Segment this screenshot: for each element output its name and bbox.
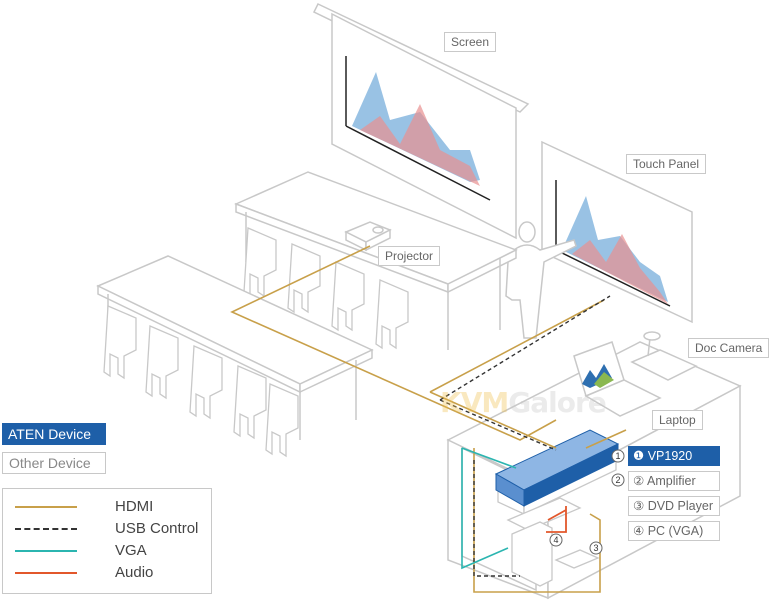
device-markers: 1 2 3 4 — [549, 449, 625, 555]
marker-4-text: 4 — [553, 535, 558, 545]
marker-3-circle — [589, 541, 603, 555]
legend-label-hdmi: HDMI — [115, 498, 154, 515]
marker-2-circle — [611, 473, 625, 487]
legend-swatch-usb — [15, 528, 77, 530]
projector-label: Projector — [378, 246, 441, 266]
legend-label-vga: VGA — [115, 542, 147, 559]
device-list-marker: ④ — [633, 524, 648, 538]
legend-row-audio: Audio — [15, 563, 205, 583]
cable-legend: HDMI USB Control VGA Audio — [2, 488, 212, 594]
presenter-figure — [505, 221, 577, 339]
aten-device-key: ATEN Device — [2, 423, 106, 445]
device-list-item-dvd-player: ③ DVD Player — [628, 496, 720, 516]
touch-panel-label: Touch Panel — [626, 154, 707, 174]
marker-4-circle — [549, 533, 563, 547]
front-table — [96, 255, 374, 440]
device-list-marker: ② — [633, 474, 647, 488]
usb-cables — [439, 295, 611, 577]
device-list-marker: ③ — [633, 499, 648, 513]
device-list-text: VP1920 — [647, 449, 693, 463]
laptop — [573, 341, 662, 417]
hdmi-cables — [230, 245, 627, 593]
legend-row-usb: USB Control — [15, 519, 205, 539]
device-list-text: Amplifier — [647, 474, 696, 488]
watermark-part-1: KVM — [440, 386, 509, 419]
vp1920-device — [494, 429, 620, 507]
device-list-item-pc-vga: ④ PC (VGA) — [628, 521, 720, 541]
projector-screen — [312, 3, 530, 240]
legend-swatch-audio — [15, 572, 77, 574]
other-device-key: Other Device — [2, 452, 106, 474]
device-list-marker: ❶ — [633, 449, 648, 463]
screen-label: Screen — [444, 32, 497, 52]
device-list-text: DVD Player — [647, 499, 713, 513]
watermark-part-2: Galore — [508, 386, 607, 419]
legend-row-hdmi: HDMI — [15, 497, 205, 517]
vga-cable — [461, 447, 517, 570]
marker-1-circle — [611, 449, 625, 463]
device-list-item-amplifier: ② Amplifier — [628, 471, 720, 491]
marker-2-text: 2 — [615, 475, 620, 485]
legend-label-usb: USB Control — [115, 520, 199, 537]
kvmgalore-watermark: KVMGalore — [440, 386, 607, 419]
device-list-text: PC (VGA) — [647, 524, 704, 538]
legend-label-audio: Audio — [115, 564, 154, 581]
touch-panel — [541, 140, 693, 324]
laptop-label: Laptop — [652, 410, 703, 430]
doc-camera — [630, 331, 698, 381]
doc-camera-label: Doc Camera — [688, 338, 770, 358]
marker-1-text: 1 — [615, 451, 620, 461]
device-list-item-vp1920: ❶ VP1920 — [628, 446, 720, 466]
legend-swatch-hdmi — [15, 506, 77, 508]
back-chairs — [243, 227, 409, 350]
audio-cable — [546, 506, 567, 533]
front-chairs — [103, 305, 299, 458]
legend-row-vga: VGA — [15, 541, 205, 561]
projector — [344, 221, 392, 252]
legend-swatch-vga — [15, 550, 77, 552]
marker-3-text: 3 — [593, 543, 598, 553]
